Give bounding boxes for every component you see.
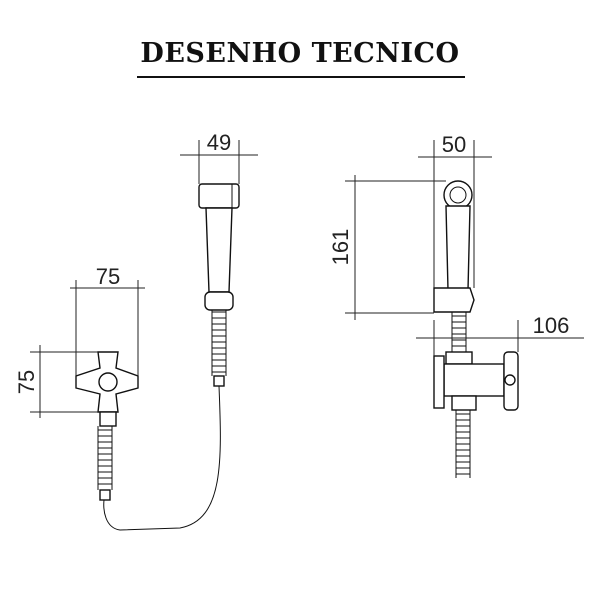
front-hand-spray [198,183,240,387]
dim-side-depth: 106 [416,313,584,356]
side-spray-head [443,180,473,210]
title-underline [137,76,465,78]
dim-side-width: 50 [418,132,492,288]
side-hose-lower-coil [456,413,470,475]
side-nut-bottom [451,395,477,411]
dim-side-height: 161 [328,175,446,320]
dim-label-75-vertical: 75 [14,370,39,394]
dim-valve-height: 75 [14,345,98,418]
valve-hub [98,372,118,392]
side-handle-pin [504,374,516,386]
dim-spray-width: 49 [180,130,258,184]
side-spray-handle [445,205,471,291]
front-valve [75,351,139,501]
dim-label-75-horizontal: 75 [96,264,120,289]
valve-hose-end [99,489,111,501]
spray-hose-coil [212,311,226,373]
flexible-hose [103,385,221,531]
page-title: DESENHO TECNICO [140,38,460,69]
dim-label-106: 106 [533,313,570,338]
valve-hose-coil [98,429,112,485]
side-holder [433,287,475,313]
valve-body [99,411,117,427]
spray-head [198,183,240,209]
side-valve-body [443,363,505,397]
side-spray-nozzle [449,186,467,204]
spray-handle [205,207,233,293]
side-hose-upper-coil [452,315,466,347]
side-nut-top [445,351,473,365]
dim-valve-width: 75 [70,264,145,376]
side-wall-flange [433,355,445,409]
side-view [433,180,519,478]
dim-label-161: 161 [328,229,353,266]
spray-holder [204,291,234,311]
spray-hose-end [213,375,225,387]
dim-label-50: 50 [442,132,466,157]
dim-label-49: 49 [207,130,231,155]
